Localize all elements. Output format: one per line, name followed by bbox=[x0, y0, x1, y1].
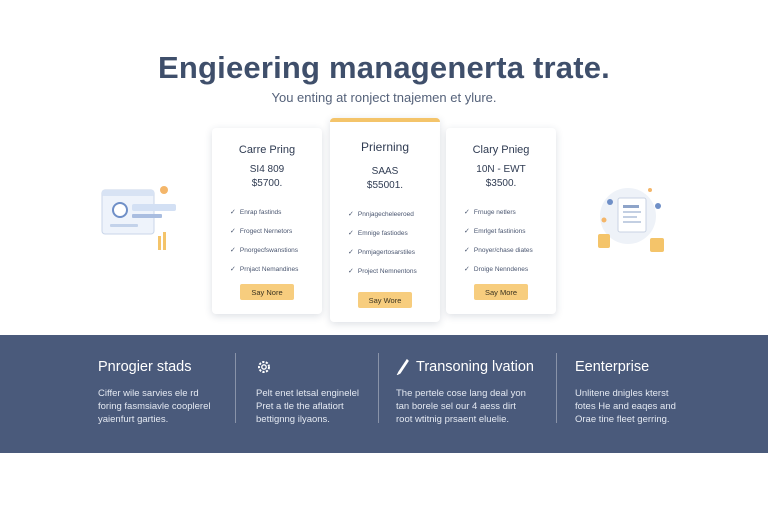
pricing-card-1: Carre Pring SI4 809 $5700. ✓Enrap fastin… bbox=[212, 128, 322, 314]
band-column-title: Transoning lvation bbox=[396, 357, 546, 377]
feature-list: ✓Enrap fastinds ✓Frogect Nernetors ✓Pnor… bbox=[230, 208, 298, 284]
check-icon: ✓ bbox=[348, 249, 354, 256]
feature-item: ✓Pnorgecfswanstions bbox=[230, 246, 298, 265]
card-price-sub: $3500. bbox=[485, 178, 517, 189]
pricing-card-3: Clary Pnieg 10N - EWT $3500. ✓Frnuge net… bbox=[446, 128, 556, 314]
band-column-text: Pelt enet letsal enginelel Pret a tle th… bbox=[256, 388, 359, 425]
band-column-text: The pertele cose lang deal yon tan borel… bbox=[396, 388, 526, 425]
feature-item: ✓Pnmjagertosarstiles bbox=[348, 248, 417, 267]
card-title: Prierning bbox=[360, 140, 410, 154]
card-price-sub: $5700. bbox=[251, 178, 283, 189]
column-divider bbox=[235, 353, 236, 423]
document-illustration bbox=[584, 180, 674, 260]
card-title: Carre Pring bbox=[238, 144, 296, 156]
check-icon: ✓ bbox=[230, 266, 236, 273]
feature-label: Frnuge netlers bbox=[473, 209, 516, 216]
column-divider bbox=[556, 353, 557, 423]
feature-list: ✓Pnnjagecheleeroed ✓Emnige fastiodes ✓Pn… bbox=[348, 210, 417, 286]
gear-icon bbox=[256, 359, 272, 375]
pen-icon bbox=[396, 359, 410, 375]
card-price-sub: $55001. bbox=[366, 180, 404, 191]
band-column-4: Eenterprise Unlitene dnigles kterst fote… bbox=[575, 357, 705, 437]
band-column-text: Ciffer wile sarvies ele rd foring fasmsi… bbox=[98, 388, 211, 425]
feature-item: ✓Pnoyer/chase diates bbox=[464, 246, 533, 265]
hero-subtitle: You enting at ronject tnajemen et ylure. bbox=[271, 90, 497, 105]
check-icon: ✓ bbox=[348, 211, 354, 218]
feature-item: ✓Emnige fastiodes bbox=[348, 229, 417, 248]
band-column-text: Unlitene dnigles kterst fotes He and eaq… bbox=[575, 388, 676, 425]
feature-label: Droige Nenndenes bbox=[473, 266, 529, 273]
check-icon: ✓ bbox=[348, 230, 354, 237]
feature-label: Project Nemnentons bbox=[357, 268, 417, 275]
check-icon: ✓ bbox=[464, 228, 470, 235]
feature-label: Pnnjagecheleeroed bbox=[357, 211, 414, 218]
feature-item: ✓Emrlget fastinions bbox=[464, 227, 533, 246]
band-column-1: Pnrogier stads Ciffer wile sarvies ele r… bbox=[98, 357, 228, 437]
say-more-button[interactable]: Say More bbox=[474, 284, 528, 300]
feature-label: Pnmjagertosarstiles bbox=[357, 249, 415, 256]
feature-label: Emnige fastiodes bbox=[357, 230, 408, 237]
feature-label: Enrap fastinds bbox=[239, 209, 282, 216]
card-title: Clary Pnieg bbox=[472, 144, 530, 156]
hero-title: Engieering managenerta trate. bbox=[158, 50, 610, 85]
check-icon: ✓ bbox=[464, 209, 470, 216]
band-column-title: Eenterprise bbox=[575, 359, 650, 375]
feature-label: Prnjact Nemandines bbox=[239, 266, 299, 273]
feature-item: ✓Droige Nenndenes bbox=[464, 265, 533, 284]
card-price: 10N - EWT bbox=[476, 164, 526, 175]
feature-list: ✓Frnuge netlers ✓Emrlget fastinions ✓Pno… bbox=[464, 208, 533, 284]
check-icon: ✓ bbox=[230, 228, 236, 235]
feature-label: Pnoyer/chase diates bbox=[473, 247, 533, 254]
band-column-2: Pelt enet letsal enginelel Pret a tle th… bbox=[256, 357, 376, 437]
analytics-illustration bbox=[96, 180, 182, 254]
feature-item: ✓Pnnjagecheleeroed bbox=[348, 210, 417, 229]
pricing-card-2: Prierning SAAS $55001. ✓Pnnjagecheleeroe… bbox=[330, 118, 440, 322]
feature-label: Emrlget fastinions bbox=[473, 228, 526, 235]
feature-item: ✓Prnjact Nemandines bbox=[230, 265, 298, 284]
feature-item: ✓Frogect Nernetors bbox=[230, 227, 298, 246]
pricing-cards: Carre Pring SI4 809 $5700. ✓Enrap fastin… bbox=[212, 118, 558, 324]
check-icon: ✓ bbox=[464, 266, 470, 273]
check-icon: ✓ bbox=[348, 268, 354, 275]
check-icon: ✓ bbox=[464, 247, 470, 254]
check-icon: ✓ bbox=[230, 247, 236, 254]
say-more-button[interactable]: Say Nore bbox=[240, 284, 294, 300]
card-price: SI4 809 bbox=[249, 164, 285, 175]
band-column-3: Transoning lvation The pertele cose lang… bbox=[396, 357, 546, 437]
feature-item: ✓Frnuge netlers bbox=[464, 208, 533, 227]
features-band: Pnrogier stads Ciffer wile sarvies ele r… bbox=[0, 335, 768, 453]
column-divider bbox=[378, 353, 379, 423]
feature-item: ✓Project Nemnentons bbox=[348, 267, 417, 286]
band-column-title: Pnrogier stads bbox=[98, 359, 192, 375]
feature-label: Frogect Nernetors bbox=[239, 228, 293, 235]
feature-item: ✓Enrap fastinds bbox=[230, 208, 298, 227]
feature-label: Pnorgecfswanstions bbox=[239, 247, 299, 254]
band-column-title bbox=[256, 357, 376, 377]
card-price: SAAS bbox=[371, 166, 399, 177]
check-icon: ✓ bbox=[230, 209, 236, 216]
say-more-button[interactable]: Say Wore bbox=[358, 292, 412, 308]
